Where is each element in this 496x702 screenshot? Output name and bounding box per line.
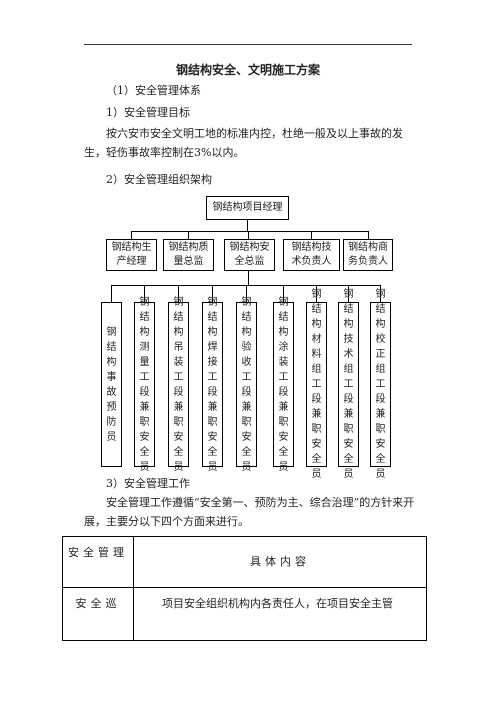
table-header-cell: 安全管理: [62, 536, 134, 588]
org-node-production-manager: 钢结构生产经理: [106, 239, 157, 271]
table-row: 安全巡 项目安全组织机构内各责任人，在项目安全主管: [62, 587, 427, 641]
table-header-cell: 具体内容: [133, 536, 427, 588]
org-node-accident-prevention: 钢结构事故预防员: [101, 302, 122, 467]
table-cell: 项目安全组织机构内各责任人，在项目安全主管: [133, 587, 427, 641]
doc-title: 钢结构安全、文明施工方案: [175, 63, 320, 77]
subsection-heading: 1）安全管理目标: [106, 106, 190, 119]
org-node-coating-safety-officer: 钢结构涂装工段兼职安全员: [273, 297, 294, 473]
header-rule: [84, 44, 412, 45]
table-cell: 安全巡: [62, 587, 134, 641]
subsection-heading: 2）安全管理组织架构: [106, 173, 212, 186]
work-paragraph: 安全管理工作遵循“安全第一、预防为主、综合治理”的方针来开展，主要分以下四个方面…: [84, 496, 415, 528]
org-node-survey-safety-officer: 钢结构测量工段兼职安全员: [134, 297, 155, 473]
org-node-safety-director: 钢结构安全总监: [224, 239, 275, 271]
org-node-technical-lead: 钢结构技术负责人: [283, 239, 340, 271]
safety-work-table: 安全管理 具体内容 安全巡 项目安全组织机构内各责任人，在项目安全主管: [62, 536, 427, 641]
org-node-materials-safety-officer: 钢结构材料组工段兼职安全员: [306, 289, 327, 480]
org-node-quality-director: 钢结构质量总监: [163, 239, 214, 271]
org-node-inspection-safety-officer: 钢结构验收工段兼职安全员: [236, 297, 257, 473]
org-node-hoisting-safety-officer: 钢结构吊装工段兼职安全员: [168, 297, 189, 473]
org-node-root: 钢结构项目经理: [206, 196, 289, 220]
section-heading: （1）安全管理体系: [106, 84, 201, 97]
org-node-correction-group-safety-officer: 钢结构校正组工段兼职安全员: [370, 289, 391, 480]
org-node-commercial-lead: 钢结构商务负责人: [343, 239, 393, 271]
subsection-heading: 3）安全管理工作: [106, 477, 190, 490]
goal-paragraph: 按六安市安全文明工地的标准内控，杜绝一般及以上事故的发生，轻伤事故率控制在3%以…: [84, 127, 403, 159]
org-node-technical-group-safety-officer: 钢结构技术组工段兼职安全员: [338, 289, 359, 480]
org-node-welding-safety-officer: 钢结构焊接工段兼职安全员: [202, 297, 223, 473]
table-header-row: 安全管理 具体内容: [62, 536, 427, 588]
